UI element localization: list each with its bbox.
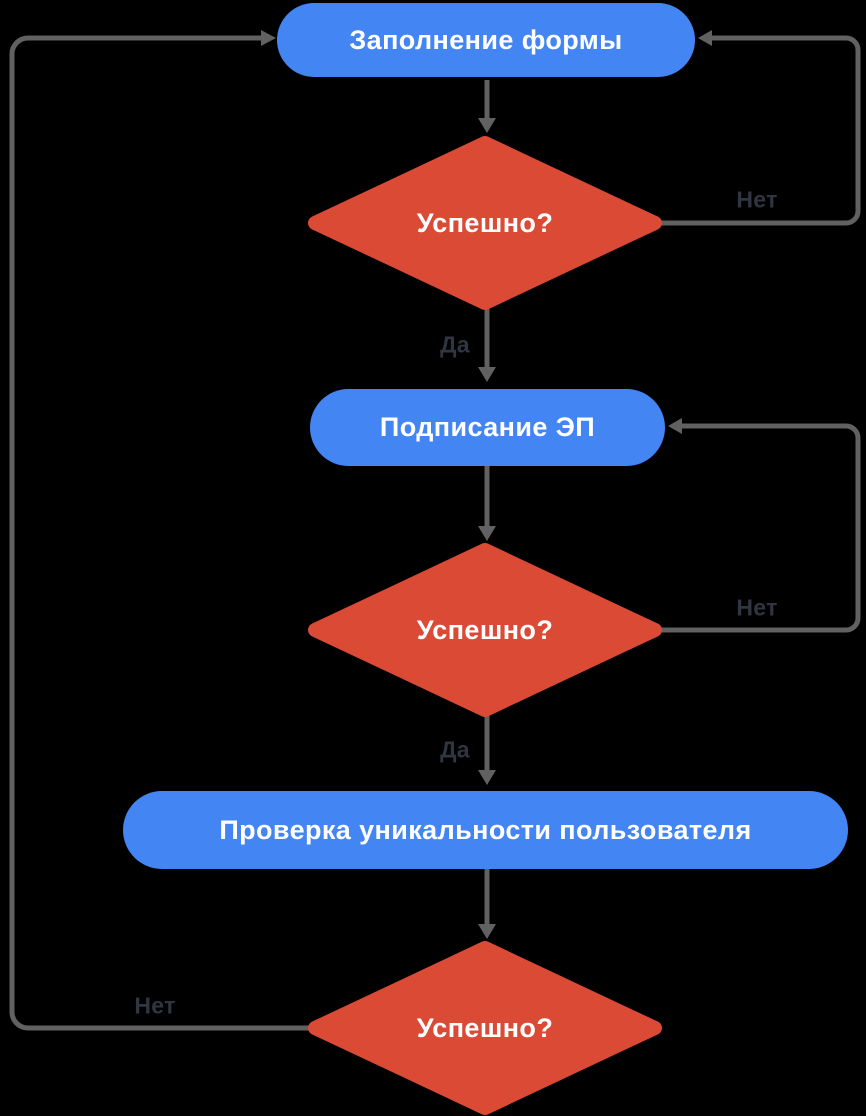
arrowhead-right-icon xyxy=(261,30,276,46)
arrowhead-down-icon xyxy=(478,526,496,541)
node-check1: Успешно? xyxy=(335,193,635,253)
edge-label-no-2: Нет xyxy=(736,594,778,621)
arrowhead-left-icon xyxy=(698,30,712,46)
node-uniqueness: Проверка уникальности пользователя xyxy=(123,791,848,869)
edge-check1-no-to-fillform xyxy=(657,35,861,226)
edge-label-yes-2: Да xyxy=(440,736,470,763)
node-check2: Успешно? xyxy=(335,600,635,660)
decision-diamond-check2 xyxy=(308,543,662,717)
node-sign-ep: Подписание ЭП xyxy=(310,389,665,466)
arrowhead-down-icon xyxy=(478,770,496,785)
node-check2-label: Успешно? xyxy=(416,614,554,645)
edge-label-no-3: Нет xyxy=(134,992,176,1019)
node-check3-label: Успешно? xyxy=(416,1012,554,1043)
decision-diamond-check3 xyxy=(308,941,662,1115)
arrowhead-down-icon xyxy=(478,367,496,382)
node-fill-form: Заполнение формы xyxy=(277,3,695,77)
edge-check3-no-to-fillform xyxy=(9,35,313,1031)
node-check3: Успешно? xyxy=(335,998,635,1058)
edge-check2-no-to-signep xyxy=(657,423,861,633)
decision-diamond-check1 xyxy=(308,136,662,310)
node-check1-label: Успешно? xyxy=(416,207,554,238)
node-sign-ep-label: Подписание ЭП xyxy=(379,412,596,442)
arrowhead-down-icon xyxy=(478,924,496,939)
node-fill-form-label: Заполнение формы xyxy=(349,24,623,55)
arrowhead-left-icon xyxy=(668,418,682,434)
edge-label-yes-1: Да xyxy=(440,331,470,358)
node-uniqueness-label: Проверка уникальности пользователя xyxy=(219,814,752,845)
edge-label-no-1: Нет xyxy=(736,186,778,213)
arrowhead-down-icon xyxy=(478,118,496,133)
